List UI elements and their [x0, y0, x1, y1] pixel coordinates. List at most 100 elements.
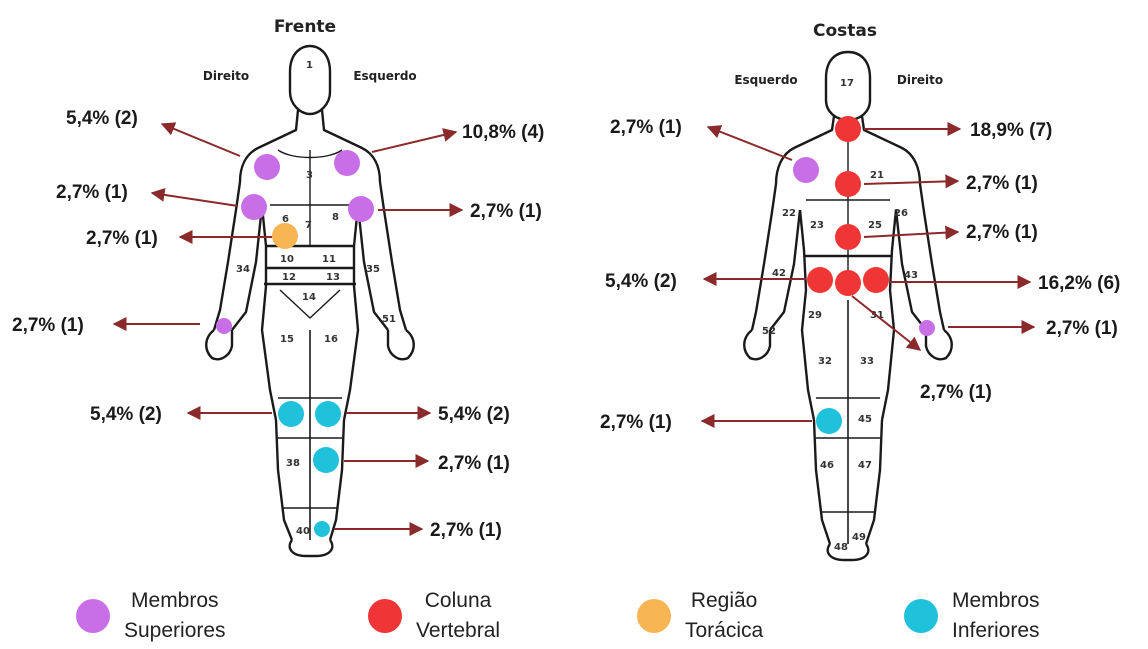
- label-front-left-arm: 2,7% (1): [56, 182, 128, 203]
- svg-text:32: 32: [818, 356, 832, 367]
- arrow-back-upper-spine: [864, 181, 958, 184]
- legend-label: Membros Superiores: [124, 586, 226, 646]
- dot-back-lower-mid: [835, 270, 861, 296]
- arrow-front-right-shoulder: [372, 132, 456, 152]
- svg-text:12: 12: [282, 272, 296, 283]
- legend-dot-cyan: [904, 599, 938, 633]
- front-title: Frente: [274, 17, 336, 37]
- label-back-sacrum: 2,7% (1): [920, 382, 992, 403]
- arrow-back-left-shoulder: [708, 127, 792, 160]
- label-back-upper-spine: 2,7% (1): [966, 173, 1038, 194]
- dot-front-left-shoulder: [254, 154, 280, 180]
- legend-line: Superiores: [124, 616, 226, 646]
- svg-text:7: 7: [305, 220, 312, 231]
- back-zone-numbers: 17 21 22 23 25 26 29 31 32 33 42 43 45 4…: [762, 78, 918, 553]
- back-percent-labels: 2,7% (1) 18,9% (7) 2,7% (1) 2,7% (1) 5,4…: [600, 117, 1120, 433]
- dot-back-mid-spine: [835, 224, 861, 250]
- legend-label: Coluna Vertebral: [416, 586, 500, 646]
- dot-back-lower-left: [807, 267, 833, 293]
- label-back-neck: 18,9% (7): [970, 120, 1052, 141]
- label-front-right-shin: 2,7% (1): [438, 453, 510, 474]
- label-back-right-hand: 2,7% (1): [1046, 318, 1118, 339]
- dot-back-right-hand: [919, 320, 935, 336]
- dot-back-lower-right: [863, 267, 889, 293]
- svg-text:49: 49: [852, 532, 866, 543]
- front-side-left: Direito: [203, 69, 249, 83]
- svg-text:46: 46: [820, 460, 834, 471]
- arrows: [114, 124, 1034, 529]
- svg-text:3: 3: [306, 170, 313, 181]
- dot-back-upper-spine: [835, 171, 861, 197]
- dot-back-knee: [816, 408, 842, 434]
- legend-line: Coluna: [416, 586, 500, 616]
- svg-text:22: 22: [782, 208, 796, 219]
- dot-front-left-arm: [241, 194, 267, 220]
- svg-text:42: 42: [772, 268, 786, 279]
- back-title: Costas: [813, 21, 877, 41]
- legend-line: Torácica: [685, 616, 763, 646]
- legend-line: Membros: [952, 586, 1040, 616]
- svg-text:33: 33: [860, 356, 874, 367]
- label-back-lower-right: 16,2% (6): [1038, 273, 1120, 294]
- label-back-left-shoulder: 2,7% (1): [610, 117, 682, 138]
- label-front-right-knee: 5,4% (2): [438, 404, 510, 425]
- svg-text:26: 26: [894, 208, 908, 219]
- legend-label: Região Torácica: [685, 586, 763, 646]
- dot-back-neck: [835, 116, 861, 142]
- svg-text:11: 11: [322, 254, 336, 265]
- legend-item-membros-inferiores: Membros Inferiores: [904, 586, 1040, 646]
- svg-text:38: 38: [286, 458, 300, 469]
- svg-text:10: 10: [280, 254, 294, 265]
- label-front-right-arm: 2,7% (1): [470, 201, 542, 222]
- svg-text:21: 21: [870, 170, 884, 181]
- svg-text:45: 45: [858, 414, 872, 425]
- legend-line: Membros: [124, 586, 226, 616]
- legend-line: Inferiores: [952, 616, 1040, 646]
- svg-text:13: 13: [326, 272, 340, 283]
- svg-text:47: 47: [858, 460, 872, 471]
- dot-front-left-knee: [278, 401, 304, 427]
- dot-front-right-knee: [315, 401, 341, 427]
- label-back-knee: 2,7% (1): [600, 412, 672, 433]
- svg-text:25: 25: [868, 220, 882, 231]
- front-dots: [216, 150, 374, 537]
- legend-line: Região: [685, 586, 763, 616]
- legend-dot-orange: [637, 599, 671, 633]
- dot-front-left-hand: [216, 318, 232, 334]
- svg-text:34: 34: [236, 264, 250, 275]
- back-side-left: Esquerdo: [734, 73, 797, 87]
- svg-text:14: 14: [302, 292, 316, 303]
- svg-text:8: 8: [332, 212, 339, 223]
- label-front-left-knee: 5,4% (2): [90, 404, 162, 425]
- svg-text:23: 23: [810, 220, 824, 231]
- dot-front-chest: [272, 223, 298, 249]
- legend-dot-red: [368, 599, 402, 633]
- arrow-back-mid-spine: [864, 232, 958, 237]
- svg-text:1: 1: [306, 60, 313, 71]
- label-front-chest: 2,7% (1): [86, 228, 158, 249]
- front-side-right: Esquerdo: [353, 69, 416, 83]
- dot-front-right-arm: [348, 196, 374, 222]
- dot-front-right-foot: [314, 521, 330, 537]
- svg-text:15: 15: [280, 334, 294, 345]
- svg-text:29: 29: [808, 310, 822, 321]
- svg-text:51: 51: [382, 314, 396, 325]
- svg-text:35: 35: [366, 264, 380, 275]
- back-side-right: Direito: [897, 73, 943, 87]
- label-back-lower-left: 5,4% (2): [605, 271, 677, 292]
- dot-back-left-shoulder: [793, 157, 819, 183]
- legend-label: Membros Inferiores: [952, 586, 1040, 646]
- legend-item-regiao-toracica: Região Torácica: [637, 586, 763, 646]
- label-back-mid-spine: 2,7% (1): [966, 222, 1038, 243]
- svg-text:40: 40: [296, 526, 310, 537]
- svg-text:52: 52: [762, 326, 776, 337]
- svg-text:43: 43: [904, 270, 918, 281]
- legend-dot-purple: [76, 599, 110, 633]
- legend-line: Vertebral: [416, 616, 500, 646]
- label-front-right-foot: 2,7% (1): [430, 520, 502, 541]
- label-front-right-shoulder: 10,8% (4): [462, 122, 544, 143]
- svg-text:48: 48: [834, 542, 848, 553]
- dot-front-right-shin: [313, 447, 339, 473]
- legend-item-membros-superiores: Membros Superiores: [76, 586, 226, 646]
